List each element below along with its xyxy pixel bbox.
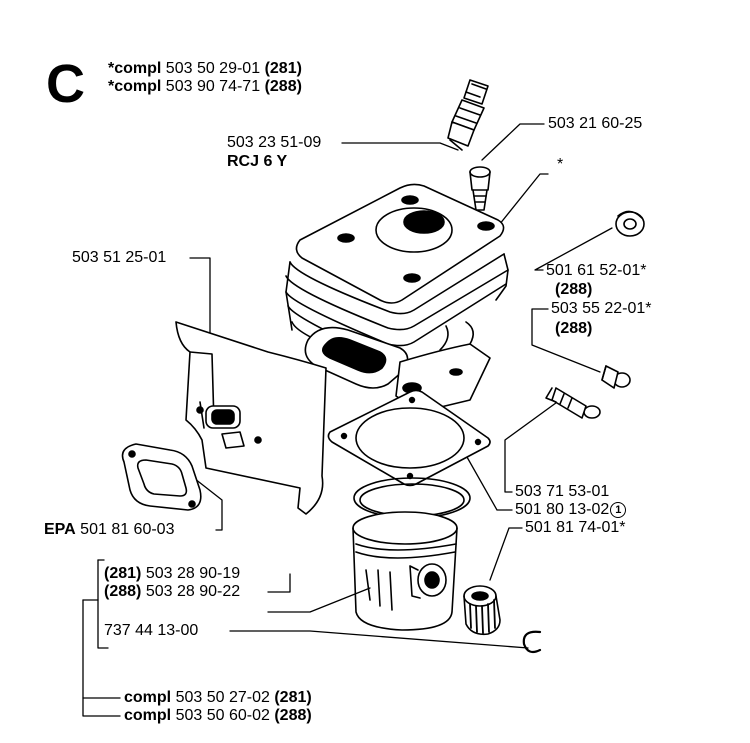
label-piston-281-model: (281) bbox=[104, 565, 142, 582]
header-compl-1: *compl bbox=[108, 60, 162, 77]
section-letter: C bbox=[46, 54, 85, 114]
base-gasket-drawing bbox=[327, 389, 491, 487]
label-epa: EPA bbox=[44, 521, 76, 538]
label-kit-288-prefix: compl bbox=[124, 707, 172, 724]
header-number-2: 503 90 74-71 bbox=[165, 78, 261, 95]
leader-bolt bbox=[481, 123, 545, 161]
label-exhaust-gasket: EPA 501 81 60-03 bbox=[44, 521, 174, 539]
plug-cap-drawing bbox=[615, 210, 645, 237]
label-piston-288-number: 503 28 90-22 bbox=[145, 583, 241, 600]
label-kit-281-number: 503 50 27-02 bbox=[175, 689, 270, 706]
bolt-drawing bbox=[469, 166, 491, 211]
valve-drawing bbox=[545, 387, 601, 419]
label-decomp-valve-model: (288) bbox=[555, 320, 593, 337]
header-model-1: (281) bbox=[264, 60, 302, 77]
label-valve: 503 71 53-01 bbox=[515, 483, 610, 500]
label-plug-cap-number: 501 61 52-01* bbox=[546, 262, 647, 279]
label-spark-plug-number: 503 23 51-09 bbox=[227, 134, 322, 151]
label-kit-288-model: (288) bbox=[274, 707, 312, 724]
label-cylinder-mark: * bbox=[557, 156, 564, 173]
leader-spark-plug bbox=[341, 142, 459, 151]
circlip-drawing bbox=[522, 630, 542, 654]
label-exhaust-gasket-number: 501 81 60-03 bbox=[80, 521, 175, 538]
decomp-valve-drawing bbox=[601, 365, 631, 389]
label-piston-281: (281) 503 28 90-19 bbox=[104, 565, 240, 583]
leader-plug-cap bbox=[534, 227, 613, 271]
leader-exhaust-gasket bbox=[189, 474, 223, 531]
label-plug-cap-model: (288) bbox=[555, 281, 593, 298]
leader-kit-bracket-2 bbox=[82, 599, 121, 717]
header-line-2: *compl 503 90 74-71 (288) bbox=[108, 78, 302, 96]
label-kit-288: compl 503 50 60-02 (288) bbox=[124, 707, 312, 725]
header-number-1: 503 50 29-01 bbox=[165, 60, 261, 77]
label-decomp-valve-number: 503 55 22-01* bbox=[551, 300, 652, 317]
leader-lines bbox=[82, 123, 613, 717]
leader-valve bbox=[504, 399, 561, 493]
circled-note-icon: 1 bbox=[610, 502, 627, 518]
leader-piston bbox=[267, 573, 291, 593]
label-kit-288-number: 503 50 60-02 bbox=[175, 707, 270, 724]
label-kit-281-prefix: compl bbox=[124, 689, 172, 706]
exhaust-gasket-drawing bbox=[121, 443, 202, 511]
header-model-2: (288) bbox=[264, 78, 302, 95]
label-needle-bearing: 501 81 74-01* bbox=[525, 519, 626, 536]
label-base-gasket-number: 501 80 13-02 bbox=[515, 501, 610, 518]
label-piston-288-model: (288) bbox=[104, 583, 142, 600]
label-bolt: 503 21 60-25 bbox=[548, 115, 643, 132]
label-circlip: 737 44 13-00 bbox=[104, 622, 199, 639]
label-heat-shield: 503 51 25-01 bbox=[72, 249, 167, 266]
leader-needle-bearing bbox=[489, 527, 523, 581]
header-compl-2: *compl bbox=[108, 78, 162, 95]
leader-kit-bracket bbox=[97, 559, 109, 649]
label-kit-281: compl 503 50 27-02 (281) bbox=[124, 689, 312, 707]
leader-decomp-valve bbox=[531, 308, 601, 373]
label-piston-281-number: 503 28 90-19 bbox=[145, 565, 241, 582]
label-piston-288: (288) 503 28 90-22 bbox=[104, 583, 240, 601]
piston-drawing bbox=[352, 511, 458, 631]
header-line-1: *compl 503 50 29-01 (281) bbox=[108, 60, 302, 78]
leader-base-gasket bbox=[462, 449, 513, 511]
leader-circlip bbox=[229, 630, 529, 649]
label-spark-plug-type: RCJ 6 Y bbox=[227, 153, 288, 170]
cylinder-drawing bbox=[285, 183, 509, 413]
needle-bearing-drawing bbox=[463, 585, 501, 636]
spark-plug-drawing bbox=[447, 79, 489, 151]
label-kit-281-model: (281) bbox=[274, 689, 312, 706]
heat-shield-drawing bbox=[175, 321, 327, 515]
leader-piston-to-drawing bbox=[267, 587, 371, 613]
leader-cylinder bbox=[494, 173, 549, 231]
